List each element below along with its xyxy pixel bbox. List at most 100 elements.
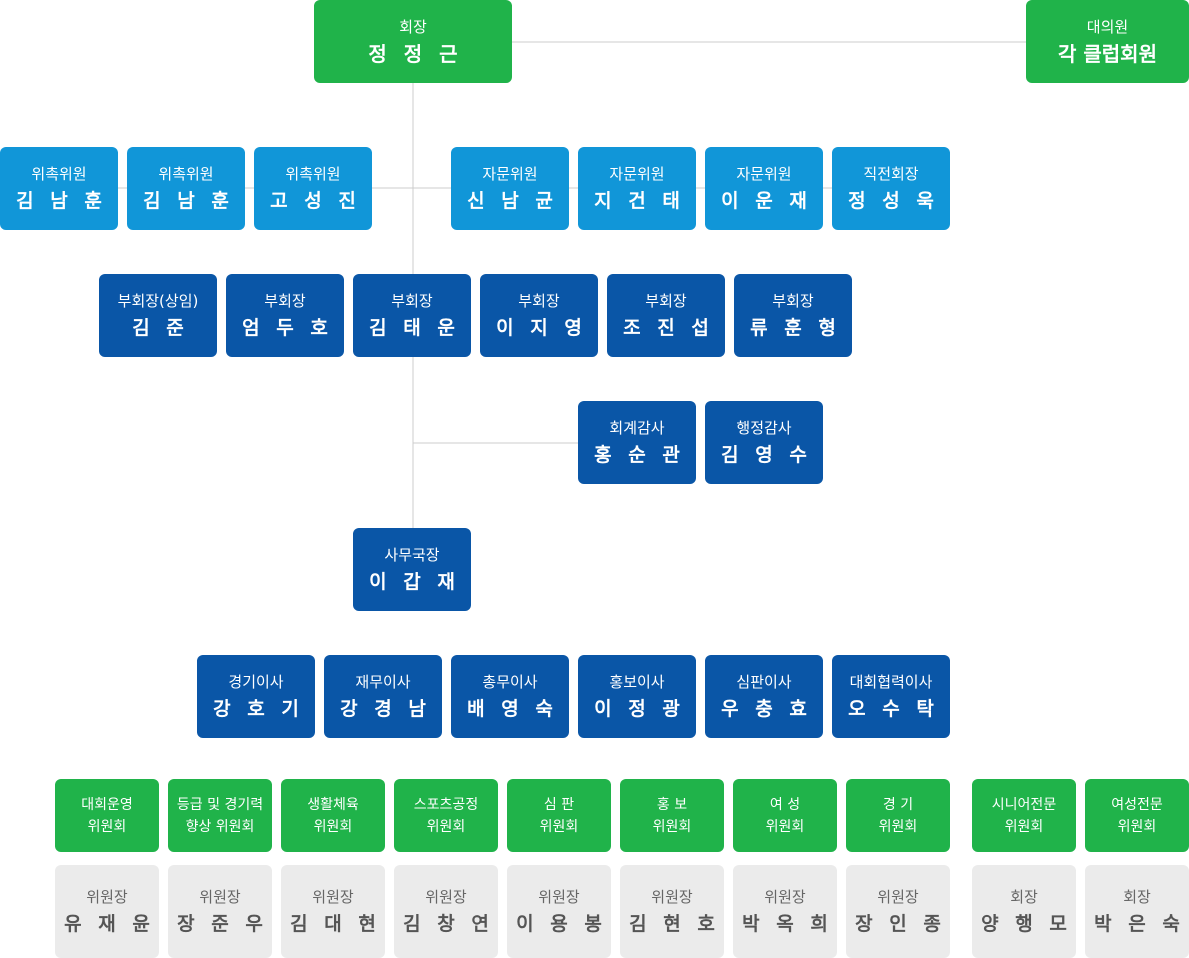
vice-president-name: 김 태 운 [369,316,460,339]
director-name: 오 수 탁 [848,697,939,720]
committee-chair-box: 위원장 김 창 연 [394,865,498,958]
director-box: 재무이사 강 경 남 [324,655,442,738]
advisor-title: 위촉위원 [158,164,214,183]
vice-president-title: 부회장 [645,291,687,310]
advisor-title: 위촉위원 [31,164,87,183]
committee-chair-name: 유 재 윤 [64,912,155,935]
committee-chair-role: 회장 [1010,887,1038,906]
committee-name-line1: 심 판 [543,796,575,813]
auditor-name: 홍 순 관 [594,443,685,466]
secretary-general-box: 사무국장 이 갑 재 [353,528,471,611]
auditor-title: 행정감사 [736,418,792,437]
advisor-title: 자문위원 [736,164,792,183]
committee-chair-box: 위원장 김 대 현 [281,865,385,958]
committee-box: 등급 및 경기력 향상 위원회 [168,779,272,852]
vice-president-title: 부회장 [391,291,433,310]
auditor-box: 행정감사 김 영 수 [705,401,823,484]
committee-chair-role: 위원장 [764,887,806,906]
advisor-name: 김 남 훈 [143,189,234,212]
committee-chair-name: 이 용 봉 [516,912,607,935]
committee-chair-name: 양 행 모 [981,912,1072,935]
committee-name-line2: 위원회 [426,818,466,835]
committee-chair-role: 위원장 [86,887,128,906]
vice-president-title: 부회장 [772,291,814,310]
advisor-name: 정 성 욱 [848,189,939,212]
vice-president-title: 부회장 [264,291,306,310]
advisor-box: 위촉위원 김 남 훈 [127,147,245,230]
committee-chair-role: 위원장 [425,887,467,906]
director-box: 총무이사 배 영 숙 [451,655,569,738]
vice-president-name: 김 준 [132,316,189,339]
auditor-title: 회계감사 [609,418,665,437]
director-title: 재무이사 [355,672,411,691]
committee-name-line2: 위원회 [878,818,918,835]
committee-name-line2: 위원회 [539,818,579,835]
director-title: 대회협력이사 [849,672,933,691]
vice-president-box: 부회장 조 진 섭 [607,274,725,357]
president-box: 회장 정 정 근 [314,0,512,83]
committee-chair-box: 회장 양 행 모 [972,865,1076,958]
advisor-box: 직전회장 정 성 욱 [832,147,950,230]
director-box: 대회협력이사 오 수 탁 [832,655,950,738]
director-title: 총무이사 [482,672,538,691]
advisor-title: 직전회장 [863,164,919,183]
committee-name-line2: 위원회 [87,818,127,835]
secretary-general-name: 이 갑 재 [369,570,460,593]
committee-name-line1: 스포츠공정 [413,796,479,813]
vice-president-title: 부회장 [518,291,560,310]
advisor-box: 자문위원 이 운 재 [705,147,823,230]
committee-name-line1: 시니어전문 [991,796,1057,813]
committee-box: 스포츠공정 위원회 [394,779,498,852]
advisor-title: 위촉위원 [285,164,341,183]
committee-chair-name: 박 옥 희 [742,912,833,935]
director-name: 배 영 숙 [467,697,558,720]
committee-chair-box: 위원장 김 현 호 [620,865,724,958]
committee-name-line1: 홍 보 [656,796,688,813]
vice-president-name: 이 지 영 [496,316,587,339]
vice-president-name: 류 훈 형 [750,316,841,339]
committee-name-line1: 등급 및 경기력 [176,796,264,813]
committee-chair-name: 김 현 호 [629,912,720,935]
committee-box: 홍 보 위원회 [620,779,724,852]
committee-box: 생활체육 위원회 [281,779,385,852]
committee-chair-box: 회장 박 은 숙 [1085,865,1189,958]
advisor-name: 김 남 훈 [16,189,107,212]
advisor-box: 자문위원 신 남 균 [451,147,569,230]
advisor-title: 자문위원 [609,164,665,183]
committee-chair-name: 김 대 현 [290,912,381,935]
director-title: 경기이사 [228,672,284,691]
committee-box: 시니어전문 위원회 [972,779,1076,852]
advisor-box: 자문위원 지 건 태 [578,147,696,230]
committee-name-line2: 위원회 [1004,818,1044,835]
advisor-title: 자문위원 [482,164,538,183]
director-name: 강 경 남 [340,697,431,720]
committee-name-line1: 생활체육 [307,796,359,813]
delegates-title: 대의원 [1086,17,1129,36]
committee-chair-box: 위원장 장 준 우 [168,865,272,958]
director-name: 우 충 효 [721,697,812,720]
vice-president-box: 부회장 류 훈 형 [734,274,852,357]
delegates-name: 각 클럽회원 [1058,41,1157,66]
committee-name-line1: 여성전문 [1111,796,1163,813]
committee-chair-box: 위원장 이 용 봉 [507,865,611,958]
director-box: 심판이사 우 충 효 [705,655,823,738]
advisor-box: 위촉위원 김 남 훈 [0,147,118,230]
secretary-general-title: 사무국장 [384,545,440,564]
committee-name-line2: 위원회 [765,818,805,835]
advisor-box: 위촉위원 고 성 진 [254,147,372,230]
committee-chair-role: 위원장 [877,887,919,906]
committee-chair-name: 장 인 종 [855,912,946,935]
committee-box: 대회운영 위원회 [55,779,159,852]
director-box: 홍보이사 이 정 광 [578,655,696,738]
auditor-name: 김 영 수 [721,443,812,466]
vice-president-box: 부회장 엄 두 호 [226,274,344,357]
committee-box: 심 판 위원회 [507,779,611,852]
committee-chair-name: 박 은 숙 [1094,912,1185,935]
committee-chair-role: 위원장 [199,887,241,906]
committee-chair-role: 회장 [1123,887,1151,906]
committee-name-line2: 위원회 [652,818,692,835]
vice-president-box: 부회장 김 태 운 [353,274,471,357]
vice-president-name: 엄 두 호 [242,316,333,339]
auditor-box: 회계감사 홍 순 관 [578,401,696,484]
committee-name-line2: 향상 위원회 [185,818,255,835]
